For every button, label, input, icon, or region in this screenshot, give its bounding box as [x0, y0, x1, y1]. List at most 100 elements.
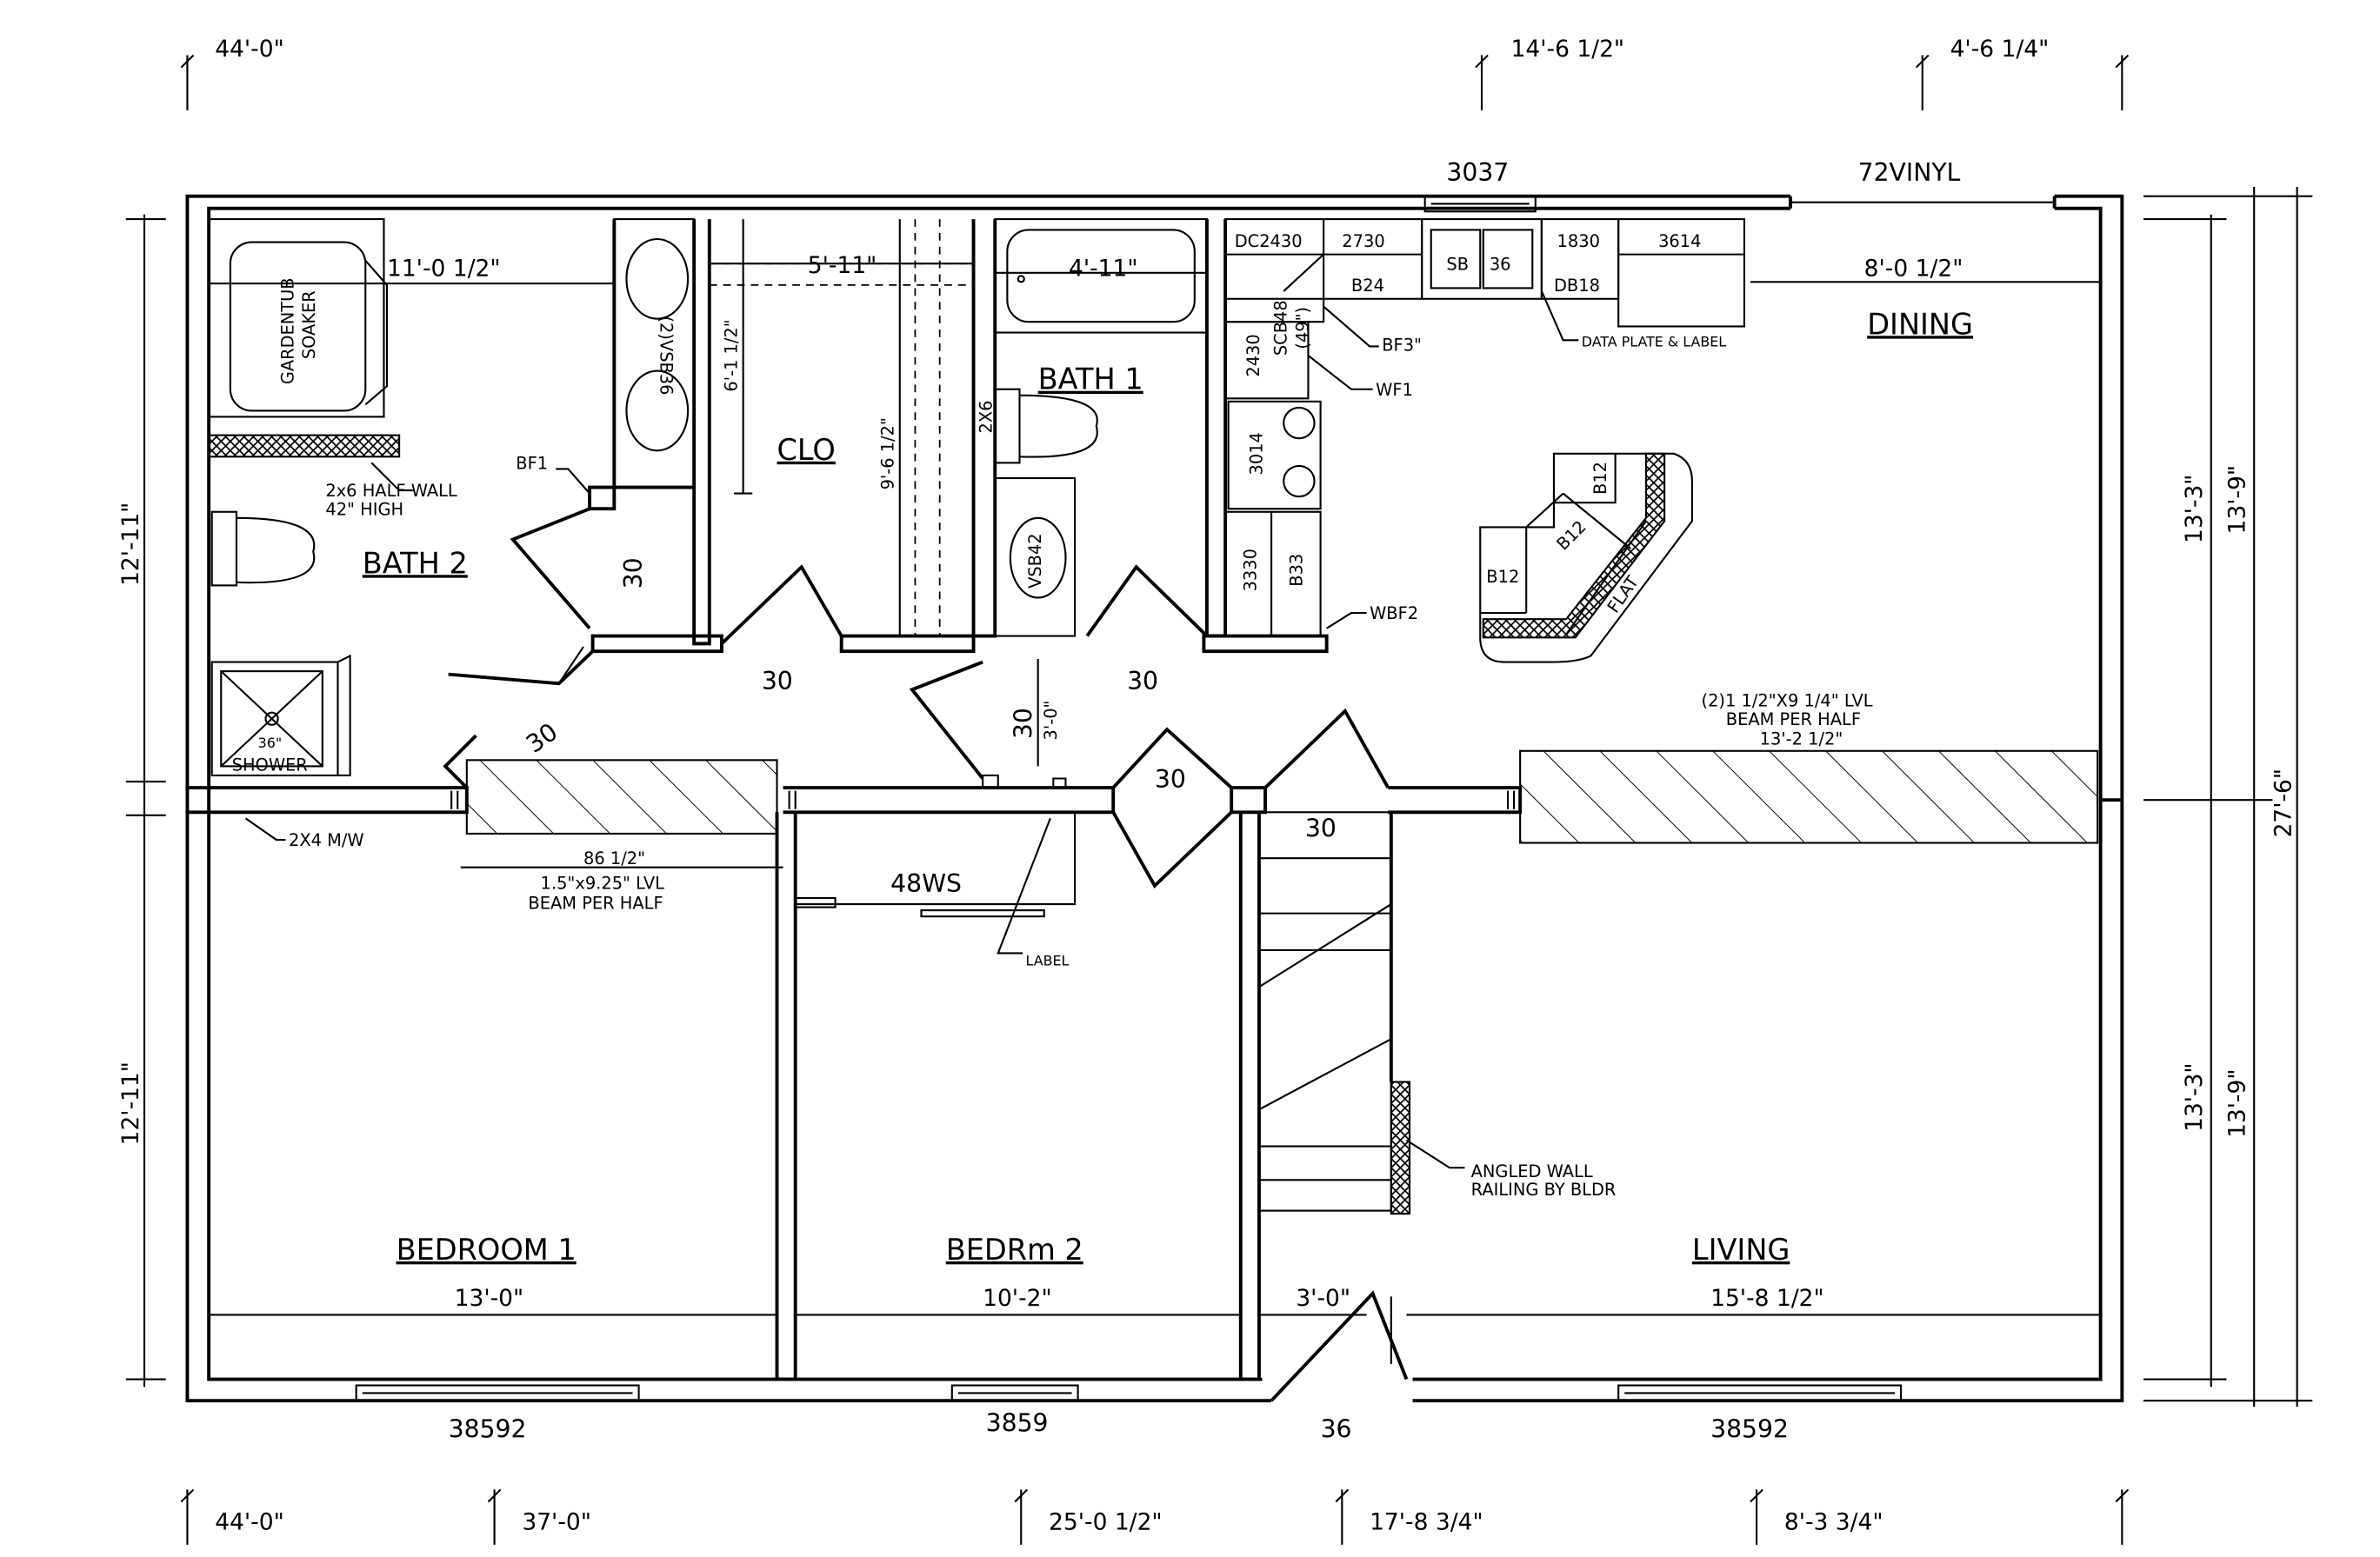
right-dim-upper-inner: 13'-3"	[2181, 475, 2208, 543]
vanity-bath2-label: (2)VSB36	[656, 316, 676, 395]
hall-depth-label: 9'-6 1/2"	[878, 417, 898, 489]
right-dim-upper-outer: 13'-9"	[2224, 465, 2251, 534]
bathtub-bath1	[994, 218, 1208, 334]
c3614-label: 3614	[1658, 231, 1701, 251]
beam-left-label-3: BEAM PER HALF	[528, 893, 663, 913]
half-wall-label-1: 2x6 HALF WALL	[325, 481, 457, 501]
closet-depth-label: 6'-1 1/2"	[722, 319, 742, 391]
bottom-dim-1: 44'-0"	[215, 1508, 284, 1535]
half-wall-label-2: 42" HIGH	[325, 499, 403, 519]
marriage-wall-marks	[450, 790, 1516, 809]
beam-left-label-2: 1.5"x9.25" LVL	[541, 873, 665, 893]
bath1-width: 4'-11"	[1069, 255, 1138, 282]
half-wall	[208, 434, 401, 458]
toilet-bath1	[994, 388, 1098, 464]
c2730-label: 2730	[1342, 231, 1384, 251]
right-dim-lower-inner: 13'-3"	[2181, 1062, 2208, 1131]
vanity-bath2	[613, 218, 696, 489]
door-72vinyl-label: 72VINYL	[1858, 158, 1961, 187]
vanity-bath1	[994, 476, 1077, 637]
window-living-label: 38592	[1710, 1415, 1789, 1444]
left-dimension-lines	[125, 214, 166, 1387]
scb-label: SCB48	[1271, 300, 1291, 356]
b24-label: B24	[1351, 276, 1384, 296]
windows	[355, 195, 1903, 1402]
sb-label: SB	[1446, 254, 1469, 274]
b33-label: B33	[1286, 554, 1306, 587]
railing-label-2: RAILING BY BLDR	[1471, 1180, 1617, 1200]
gardentub-label-1: GARDENTUB	[277, 277, 297, 384]
top-interior-dims	[209, 263, 2101, 285]
beam-right-label-2: BEAM PER HALF	[1726, 709, 1861, 729]
db18-label: DB18	[1554, 276, 1600, 296]
window-3037-label: 3037	[1446, 158, 1509, 187]
bed1-width: 13'-0"	[455, 1285, 524, 1312]
garden-tub	[209, 218, 389, 418]
kitchen-cabinets	[1224, 218, 1746, 637]
beam-left	[465, 759, 778, 835]
leader-lines	[244, 290, 1579, 1169]
right-dimension-lines	[2143, 187, 2313, 1407]
b12-label-b: B12	[1553, 516, 1590, 554]
stair-railing	[1390, 1081, 1411, 1215]
closet-depth-dim	[734, 219, 901, 636]
shower	[210, 654, 351, 777]
wardrobe-48ws	[794, 812, 1077, 918]
mw-label: 2X4 M/W	[289, 830, 364, 850]
b12-label-a: B12	[1590, 462, 1610, 495]
top-dim-b: 4'-6 1/4"	[1950, 36, 2050, 63]
c1830-label: 1830	[1557, 231, 1600, 251]
bath2-door-frame	[588, 485, 617, 511]
door-hall-a-label: 30	[762, 667, 793, 695]
c2430-label: 2430	[1243, 334, 1263, 376]
left-dim-top: 12'-11"	[117, 502, 144, 586]
gardentub-label-2: SOAKER	[299, 290, 319, 359]
bottom-dim-2: 37'-0"	[522, 1508, 591, 1535]
window-bed1-label: 38592	[449, 1415, 527, 1444]
stairs	[1257, 811, 1392, 1212]
door-closet-label: 30	[1010, 708, 1038, 739]
bf3-label: BF3"	[1382, 336, 1422, 356]
beam-left-label-1: 86 1/2"	[583, 848, 645, 868]
room-clo: CLO	[777, 433, 835, 467]
c3330-label: 3330	[1240, 549, 1260, 591]
c36-label: 36	[1490, 254, 1511, 274]
bottom-interior-dims	[209, 1296, 2101, 1364]
room-dining: DINING	[1867, 307, 1973, 341]
closet-shelves	[709, 219, 974, 636]
shower-label-1: 36"	[258, 735, 283, 751]
right-dim-overall: 27'-6"	[2270, 769, 2297, 837]
beam-right	[1519, 749, 2099, 844]
dining-width: 8'-0 1/2"	[1864, 255, 1963, 282]
door-stair-label: 30	[1305, 815, 1337, 843]
top-overall-dim: 44'-0"	[215, 36, 284, 63]
bottom-dim-5: 8'-3 3/4"	[1784, 1508, 1883, 1535]
entry-width: 3'-0"	[1296, 1285, 1350, 1312]
toilet-bath2	[210, 510, 316, 587]
island-bar-top	[1482, 452, 1666, 639]
wbf2-label: WBF2	[1370, 603, 1418, 623]
railing-label-1: ANGLED WALL	[1471, 1161, 1593, 1181]
room-bedroom2: BEDRm 2	[946, 1233, 1083, 1267]
room-living: LIVING	[1692, 1233, 1790, 1267]
label-label: LABEL	[1026, 953, 1070, 969]
x2x6-label: 2X6	[977, 401, 997, 434]
left-dim-bottom: 12'-11"	[117, 1061, 144, 1145]
door-bath2-label: 30	[619, 557, 648, 589]
c3014-label: 3014	[1246, 432, 1266, 475]
scb-label-2: (49")	[1292, 307, 1312, 349]
right-dim-lower-outer: 13'-9"	[2224, 1069, 2251, 1138]
data-plate-label: DATA PLATE & LABEL	[1582, 333, 1727, 349]
door-swings	[443, 507, 1409, 1402]
door-frames	[557, 646, 1067, 789]
door-3-0-label: 3'-0"	[1041, 701, 1061, 741]
door-bed1-label: 30	[521, 717, 563, 759]
living-width: 15'-8 1/2"	[1710, 1285, 1824, 1312]
shower-label-2: SHOWER	[232, 755, 308, 775]
top-dim-a: 14'-6 1/2"	[1511, 36, 1625, 63]
door-bed2-label: 30	[1155, 765, 1186, 794]
room-bedroom1: BEDROOM 1	[397, 1233, 577, 1267]
door-hall-b-label: 30	[1127, 667, 1158, 695]
bottom-dimension-ticks	[180, 1488, 2130, 1545]
